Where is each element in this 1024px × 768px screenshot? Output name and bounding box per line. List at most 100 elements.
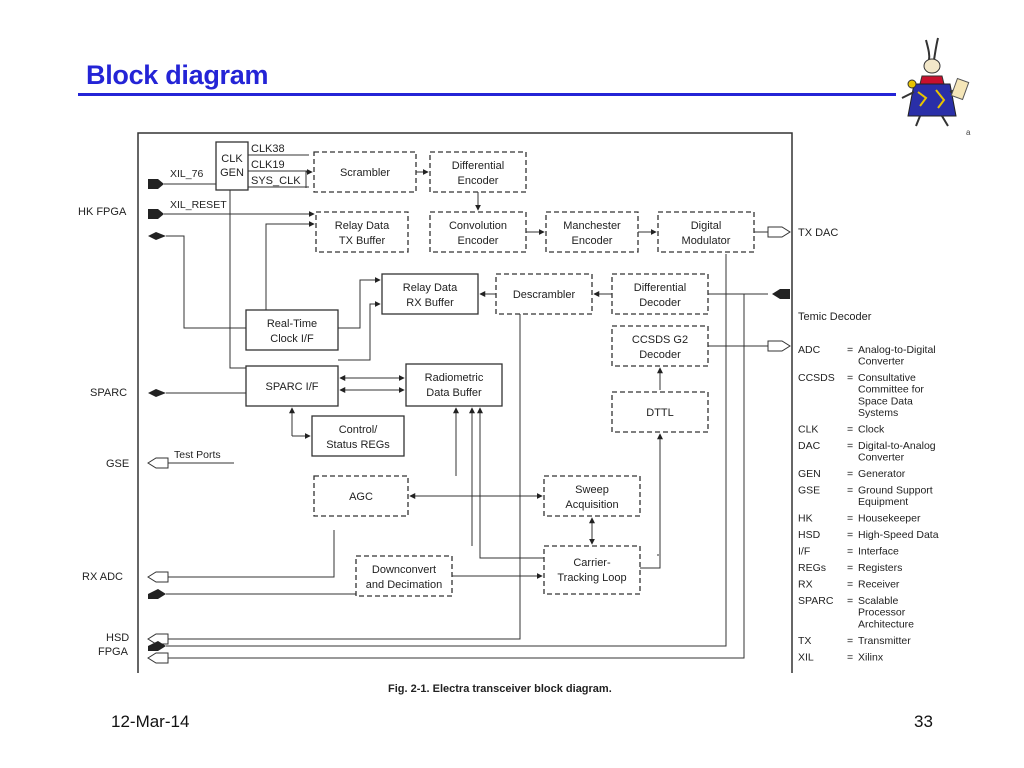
- svg-text:Descrambler: Descrambler: [513, 289, 576, 301]
- svg-text:=: =: [847, 485, 853, 497]
- relay-rx-buffer-block: Relay Data RX Buffer: [381, 273, 479, 315]
- svg-text:Carrier-: Carrier-: [573, 557, 611, 569]
- block-diagram: CLK GEN CLK38 CLK19 SYS_CLK HK FPGA SPAR…: [78, 132, 939, 673]
- sparc-label: SPARC: [90, 387, 127, 399]
- glossary-abbr: XIL: [798, 651, 814, 663]
- hsd-label: HSD: [106, 632, 129, 644]
- svg-text:Status REGs: Status REGs: [326, 439, 390, 451]
- footer-date: 12-Mar-14: [111, 712, 190, 731]
- svg-text:Differential: Differential: [634, 282, 686, 294]
- glossary-definition: Equipment: [858, 496, 908, 508]
- svg-text:Clock I/F: Clock I/F: [270, 333, 314, 345]
- glossary-abbr: CLK: [798, 423, 818, 435]
- test-ports-label: Test Ports: [174, 449, 221, 461]
- glossary-abbr: GSE: [798, 485, 820, 497]
- svg-text:Encoder: Encoder: [458, 175, 499, 187]
- svg-text:Tracking Loop: Tracking Loop: [557, 572, 626, 584]
- glossary-abbr: DAC: [798, 440, 821, 452]
- svg-text:=: =: [847, 635, 853, 647]
- clk-gen-label-1: CLK: [221, 153, 243, 165]
- svg-text:=: =: [847, 513, 853, 525]
- slide-title: Block diagram: [86, 60, 269, 90]
- glossary: ADC=Analog-to-DigitalConverterCCSDS=Cons…: [798, 344, 939, 663]
- svg-text:Sweep: Sweep: [575, 484, 609, 496]
- logo-mark: a: [966, 128, 971, 137]
- xil-76-label: XIL_76: [170, 168, 203, 180]
- svg-text:Decoder: Decoder: [639, 297, 681, 309]
- svg-text:Relay Data: Relay Data: [335, 220, 390, 232]
- svg-text:=: =: [847, 529, 853, 541]
- glossary-definition: Scalable: [858, 595, 898, 607]
- scrambler-block: Scrambler: [313, 151, 417, 193]
- svg-text:=: =: [847, 372, 853, 384]
- svg-text:=: =: [847, 546, 853, 558]
- svg-text:Downconvert: Downconvert: [372, 564, 436, 576]
- fpga-label: FPGA: [98, 646, 129, 658]
- svg-text:Data Buffer: Data Buffer: [426, 387, 482, 399]
- svg-text:=: =: [847, 423, 853, 435]
- figure-caption: Fig. 2-1. Electra transceiver block diag…: [388, 683, 612, 695]
- glossary-definition: Converter: [858, 356, 905, 368]
- clk38-label: CLK38: [251, 143, 285, 155]
- gse-label: GSE: [106, 458, 129, 470]
- descrambler-block: Descrambler: [495, 273, 593, 315]
- sys-clk-label: SYS_CLK: [251, 175, 301, 187]
- glossary-abbr: HSD: [798, 529, 821, 541]
- svg-text:Real-Time: Real-Time: [267, 318, 317, 330]
- title-underline: [78, 93, 896, 96]
- svg-text:=: =: [847, 595, 853, 607]
- svg-text:=: =: [847, 562, 853, 574]
- differential-encoder-block: Differential Encoder: [429, 151, 527, 193]
- dttl-block: DTTL: [611, 391, 709, 433]
- glossary-definition: Generator: [858, 468, 906, 480]
- glossary-definition: Converter: [858, 452, 905, 464]
- tx-dac-label: TX DAC: [798, 227, 838, 239]
- svg-text:Convolution: Convolution: [449, 220, 507, 232]
- control-status-regs-block: Control/ Status REGs: [311, 415, 405, 457]
- glossary-abbr: REGs: [798, 562, 826, 574]
- glossary-definition: Registers: [858, 562, 902, 574]
- glossary-definition: Clock: [858, 423, 885, 435]
- svg-text:Digital: Digital: [691, 220, 722, 232]
- scrambler-label: Scrambler: [340, 167, 390, 179]
- glossary-definition: Committee for: [858, 384, 924, 396]
- svg-text:=: =: [847, 468, 853, 480]
- svg-text:CCSDS G2: CCSDS G2: [632, 334, 688, 346]
- clk19-label: CLK19: [251, 159, 285, 171]
- svg-text:Encoder: Encoder: [572, 235, 613, 247]
- glossary-definition: Digital-to-Analog: [858, 440, 936, 452]
- glossary-abbr: RX: [798, 579, 813, 591]
- svg-text:Relay Data: Relay Data: [403, 282, 458, 294]
- svg-text:Encoder: Encoder: [458, 235, 499, 247]
- glossary-definition: Processor: [858, 607, 906, 619]
- glossary-abbr: ADC: [798, 344, 821, 356]
- glossary-abbr: CCSDS: [798, 372, 835, 384]
- svg-text:and Decimation: and Decimation: [366, 579, 442, 591]
- glossary-abbr: GEN: [798, 468, 821, 480]
- glossary-definition: Receiver: [858, 579, 900, 591]
- rx-adc-label: RX ADC: [82, 571, 123, 583]
- svg-text:Radiometric: Radiometric: [425, 372, 484, 384]
- carrier-tracking-loop-block: Carrier- Tracking Loop: [543, 545, 641, 595]
- sweep-acquisition-block: Sweep Acquisition: [543, 475, 641, 517]
- svg-text:TX Buffer: TX Buffer: [339, 235, 386, 247]
- svg-text:Acquisition: Acquisition: [565, 499, 618, 511]
- page-number: 33: [914, 712, 933, 731]
- temic-decoder-label: Temic Decoder: [798, 311, 872, 323]
- svg-text:DTTL: DTTL: [646, 407, 674, 419]
- relay-tx-buffer-block: Relay Data TX Buffer: [315, 211, 409, 253]
- glossary-abbr: I/F: [798, 546, 810, 558]
- rabbit-logo-icon: [901, 37, 970, 127]
- svg-text:Decoder: Decoder: [639, 349, 681, 361]
- svg-text:Control/: Control/: [339, 424, 378, 436]
- xil-reset-label: XIL_RESET: [170, 199, 227, 211]
- radiometric-data-buffer-block: Radiometric Data Buffer: [405, 363, 503, 407]
- glossary-definition: Consultative: [858, 372, 916, 384]
- svg-text:Differential: Differential: [452, 160, 504, 172]
- glossary-definition: Space Data: [858, 395, 913, 407]
- agc-block: AGC: [313, 475, 409, 517]
- glossary-definition: Ground Support: [858, 485, 933, 497]
- svg-text:=: =: [847, 440, 853, 452]
- glossary-definition: Housekeeper: [858, 513, 921, 525]
- manchester-encoder-block: Manchester Encoder: [545, 211, 639, 253]
